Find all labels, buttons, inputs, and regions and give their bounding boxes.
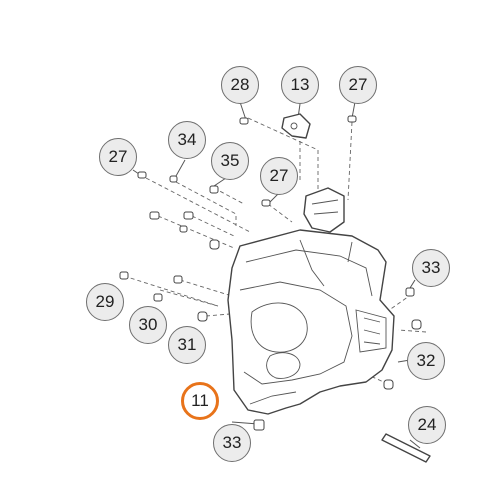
- callout-27[interactable]: 27: [99, 138, 137, 176]
- pin-part: [381, 433, 431, 463]
- bracket-part: [281, 113, 311, 139]
- callout-32[interactable]: 32: [407, 342, 445, 380]
- callout-30[interactable]: 30: [129, 306, 167, 344]
- callout-13[interactable]: 13: [281, 66, 319, 104]
- fasteners: [119, 115, 422, 431]
- callout-33[interactable]: 33: [412, 249, 450, 287]
- callout-24[interactable]: 24: [408, 406, 446, 444]
- callout-27[interactable]: 27: [339, 66, 377, 104]
- callout-28[interactable]: 28: [221, 66, 259, 104]
- upper-mount-part: [303, 187, 345, 233]
- callout-11-highlighted[interactable]: 11: [181, 382, 219, 420]
- callout-35[interactable]: 35: [211, 142, 249, 180]
- callout-34[interactable]: 34: [168, 121, 206, 159]
- callout-29[interactable]: 29: [86, 283, 124, 321]
- callout-33[interactable]: 33: [213, 424, 251, 462]
- callout-27[interactable]: 27: [260, 157, 298, 195]
- callout-31[interactable]: 31: [168, 326, 206, 364]
- headlight-housing: [227, 229, 395, 415]
